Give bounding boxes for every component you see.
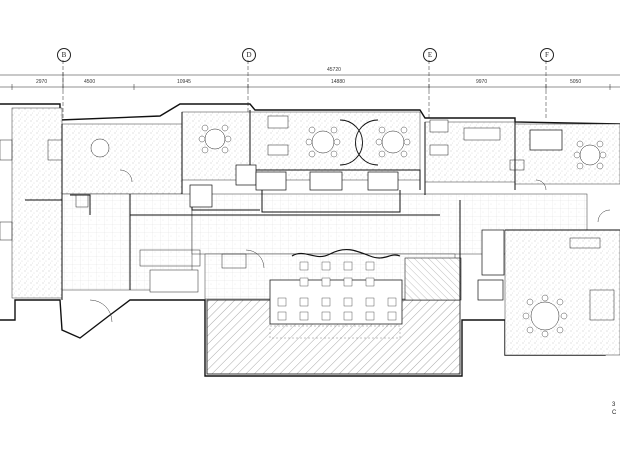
dimension-segment-5: 9970	[476, 79, 488, 85]
dimension-segment-3: 10945	[177, 79, 191, 85]
corner-mark-2: C	[612, 410, 617, 416]
grid-axis-f: F	[540, 48, 554, 62]
corner-mark: 3	[612, 402, 616, 408]
dimension-segment-1: 2970	[36, 79, 48, 85]
grid-axis-d: D	[242, 48, 256, 62]
dimension-segment-4: 14880	[331, 79, 345, 85]
dimension-segment-6: 5050	[570, 79, 582, 85]
grid-axis-e: E	[423, 48, 437, 62]
overall-dimension: 45720	[327, 67, 341, 73]
dimension-segment-2: 4500	[84, 79, 96, 85]
grid-axis-b: B	[57, 48, 71, 62]
